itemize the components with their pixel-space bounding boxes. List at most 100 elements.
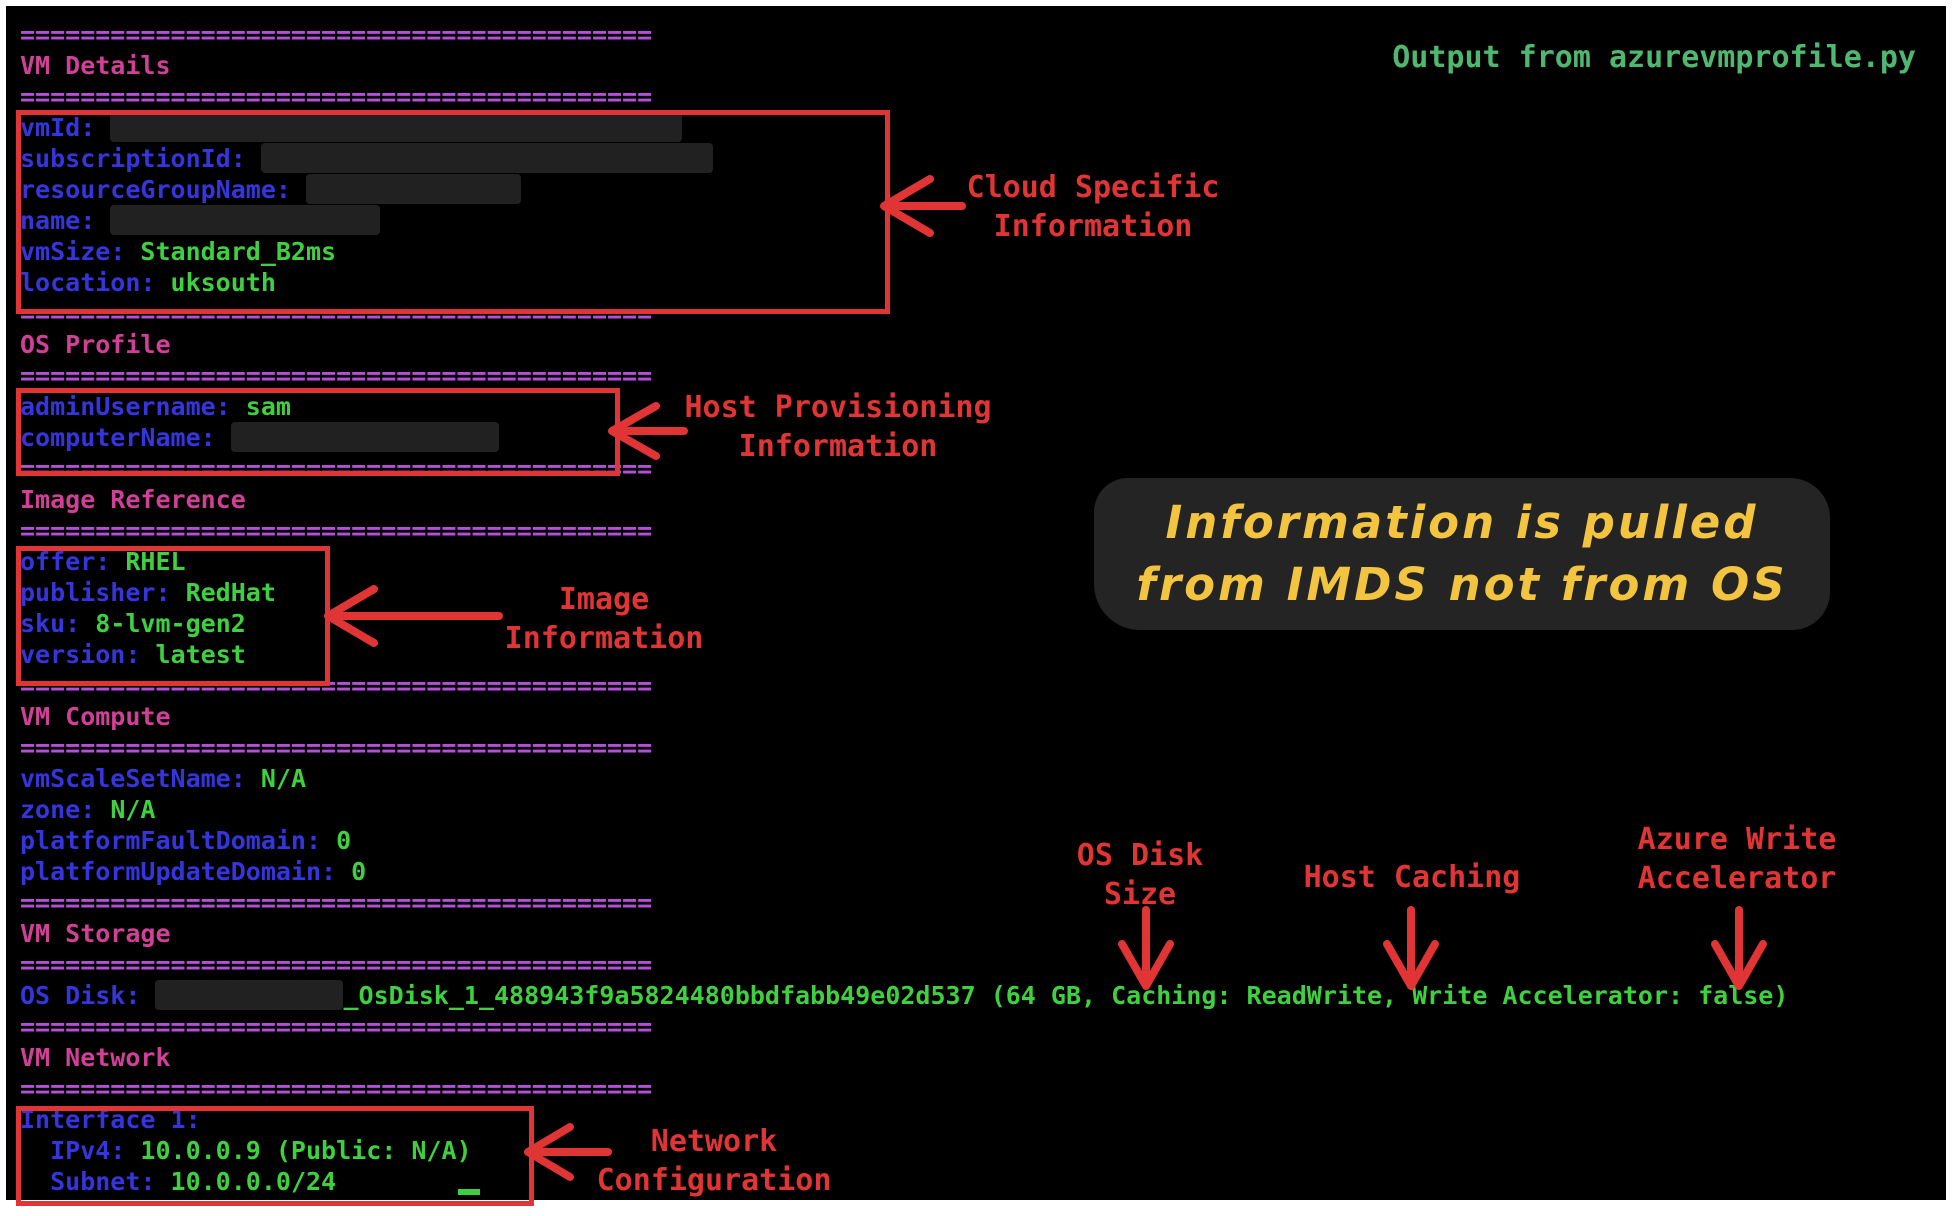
field-value: 0 bbox=[351, 857, 367, 886]
terminal-line: platformUpdateDomain: 0 bbox=[20, 856, 1788, 887]
callout-line: Information bbox=[504, 621, 704, 656]
field-key: offer: bbox=[20, 547, 111, 576]
terminal-cursor bbox=[458, 1189, 480, 1195]
note-imds-callout: Information is pulled from IMDS not from… bbox=[1094, 478, 1830, 630]
terminal-line: ========================================… bbox=[20, 732, 1788, 763]
terminal-line: VM Network bbox=[20, 1042, 1788, 1073]
terminal-line: platformFaultDomain: 0 bbox=[20, 825, 1788, 856]
separator-line: ========================================… bbox=[20, 1074, 653, 1103]
field-value: latest bbox=[155, 640, 246, 669]
callout-line: Size bbox=[1103, 877, 1177, 912]
terminal-line: ========================================… bbox=[20, 453, 1788, 484]
field-key: version: bbox=[20, 640, 141, 669]
section-header: OS Profile bbox=[20, 330, 171, 359]
callout-line: Image bbox=[558, 582, 650, 617]
callout-line: Configuration bbox=[596, 1163, 832, 1198]
redacted-value bbox=[110, 112, 683, 142]
terminal-line: ========================================… bbox=[20, 81, 1788, 112]
callout-line: Host Provisioning bbox=[684, 390, 992, 425]
section-header: Image Reference bbox=[20, 485, 246, 514]
terminal-line: Subnet: 10.0.0.0/24 bbox=[20, 1166, 1788, 1197]
section-header: VM Compute bbox=[20, 702, 171, 731]
field-key: zone: bbox=[20, 795, 96, 824]
terminal-line: VM Details bbox=[20, 50, 1788, 81]
terminal-line: VM Storage bbox=[20, 918, 1788, 949]
field-value: N/A bbox=[110, 795, 156, 824]
terminal-line: OS Profile bbox=[20, 329, 1788, 360]
redacted-value bbox=[110, 205, 381, 235]
field-key: adminUsername: bbox=[20, 392, 231, 421]
separator-line: ========================================… bbox=[20, 950, 653, 979]
terminal-line: VM Compute bbox=[20, 701, 1788, 732]
field-value: 8-lvm-gen2 bbox=[95, 609, 246, 638]
field-value: 10.0.0.9 (Public: N/A) bbox=[140, 1136, 472, 1165]
callout-azure-write-accelerator: Azure Write Accelerator bbox=[1638, 820, 1837, 898]
callout-cloud-specific-information: Cloud Specific Information bbox=[967, 168, 1220, 246]
terminal-line: ========================================… bbox=[20, 19, 1788, 50]
field-key: vmSize: bbox=[20, 237, 126, 266]
separator-line: ========================================… bbox=[20, 361, 653, 390]
callout-line: Information bbox=[738, 429, 938, 464]
script-output-label: Output from azurevmprofile.py bbox=[1392, 40, 1916, 75]
redacted-value bbox=[230, 422, 499, 452]
field-key: name: bbox=[20, 206, 96, 235]
terminal-line: version: latest bbox=[20, 639, 1788, 670]
arrow-left-cloud-info-icon bbox=[880, 175, 966, 237]
field-key: platformUpdateDomain: bbox=[20, 857, 337, 886]
field-value: RHEL bbox=[125, 547, 186, 576]
terminal-line: zone: N/A bbox=[20, 794, 1788, 825]
callout-line: Cloud Specific bbox=[966, 170, 1220, 205]
section-header: VM Storage bbox=[20, 919, 171, 948]
separator-line: ========================================… bbox=[20, 733, 653, 762]
arrow-left-network-icon bbox=[524, 1123, 612, 1181]
field-value: uksouth bbox=[170, 268, 276, 297]
field-key: sku: bbox=[20, 609, 81, 638]
callout-line: OS Disk bbox=[1076, 838, 1204, 873]
field-value: sam bbox=[245, 392, 291, 421]
field-key: location: bbox=[20, 268, 156, 297]
callout-line: Host Caching bbox=[1303, 860, 1521, 895]
terminal-line: IPv4: 10.0.0.9 (Public: N/A) bbox=[20, 1135, 1788, 1166]
callout-host-provisioning-information: Host Provisioning Information bbox=[684, 388, 991, 466]
callout-line: Network bbox=[650, 1124, 778, 1159]
field-key: vmId: bbox=[20, 113, 96, 142]
note-line: Information is pulled bbox=[1165, 496, 1759, 549]
field-key: publisher: bbox=[20, 578, 171, 607]
field-value: 0 bbox=[336, 826, 352, 855]
separator-line: ========================================… bbox=[20, 454, 653, 483]
terminal-line: name: bbox=[20, 205, 1788, 236]
terminal-line: location: uksouth bbox=[20, 267, 1788, 298]
field-key: Subnet: bbox=[20, 1167, 156, 1196]
callout-network-configuration: Network Configuration bbox=[597, 1122, 832, 1200]
callout-line: Accelerator bbox=[1637, 861, 1837, 896]
redacted-value bbox=[260, 143, 713, 173]
terminal-line: ========================================… bbox=[20, 515, 1788, 546]
arrow-left-host-profile-icon bbox=[608, 402, 688, 460]
field-key: IPv4: bbox=[20, 1136, 126, 1165]
terminal-line: vmScaleSetName: N/A bbox=[20, 763, 1788, 794]
terminal-line: computerName: bbox=[20, 422, 1788, 453]
terminal-line: offer: RHEL bbox=[20, 546, 1788, 577]
field-value: _OsDisk_1_488943f9a5824480bbdfabb49e02d5… bbox=[343, 981, 1789, 1010]
terminal-line: ========================================… bbox=[20, 949, 1788, 980]
terminal-line: resourceGroupName: bbox=[20, 174, 1788, 205]
arrow-left-image-info-icon bbox=[324, 585, 503, 647]
separator-line: ========================================… bbox=[20, 1012, 653, 1041]
terminal-line: publisher: RedHat bbox=[20, 577, 1788, 608]
separator-line: ========================================… bbox=[20, 20, 653, 49]
terminal-output: ========================================… bbox=[20, 19, 1788, 1197]
arrow-down-os-disk-size-icon bbox=[1118, 906, 1174, 990]
terminal-line: vmId: bbox=[20, 112, 1788, 143]
field-key: platformFaultDomain: bbox=[20, 826, 322, 855]
field-key: subscriptionId: bbox=[20, 144, 246, 173]
field-value: RedHat bbox=[185, 578, 276, 607]
field-key: vmScaleSetName: bbox=[20, 764, 246, 793]
redacted-value bbox=[306, 174, 521, 204]
terminal-line: ========================================… bbox=[20, 1011, 1788, 1042]
field-value: 10.0.0.0/24 bbox=[170, 1167, 337, 1196]
terminal-line: OS Disk: _OsDisk_1_488943f9a5824480bbdfa… bbox=[20, 980, 1788, 1011]
callout-host-caching: Host Caching bbox=[1304, 858, 1521, 897]
terminal-line: vmSize: Standard_B2ms bbox=[20, 236, 1788, 267]
